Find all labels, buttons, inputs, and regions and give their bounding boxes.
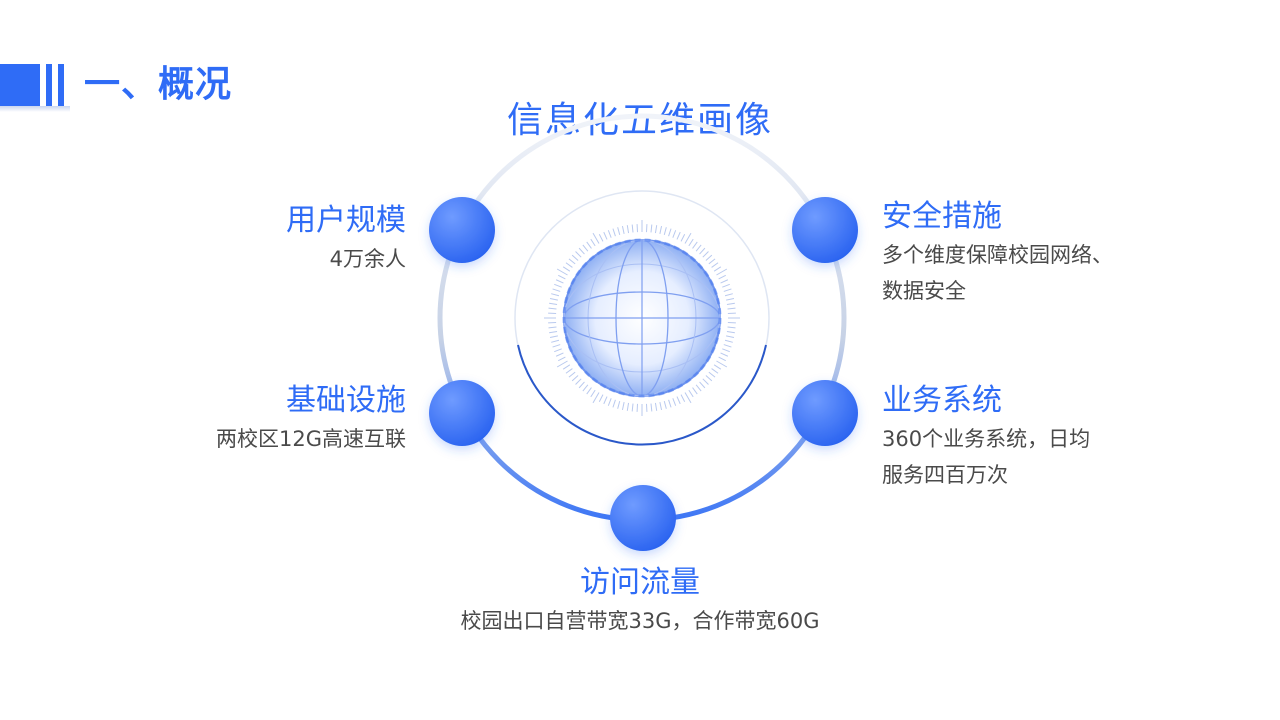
- node-ball-traffic: [610, 485, 676, 551]
- item-desc-line: 多个维度保障校园网络、: [882, 243, 1113, 267]
- header-accent-stripe: [58, 64, 64, 106]
- globe-icon: [544, 220, 740, 416]
- item-desc-line: 数据安全: [882, 279, 966, 303]
- item-infrastructure: 基础设施 两校区12G高速互联: [216, 381, 406, 457]
- item-desc-line: 服务四百万次: [882, 463, 1008, 487]
- item-desc-line: 两校区12G高速互联: [216, 427, 406, 451]
- node-ball-infrastructure: [429, 380, 495, 446]
- page-title: 一、概况: [84, 64, 233, 105]
- item-title: 基础设施: [286, 383, 406, 418]
- item-business: 业务系统 360个业务系统，日均 服务四百万次: [882, 381, 1090, 493]
- item-title: 用户规模: [286, 203, 406, 238]
- item-desc-line: 校园出口自营带宽33G，合作带宽60G: [460, 609, 820, 633]
- header-accent-stripe: [46, 64, 52, 106]
- item-title: 安全措施: [882, 199, 1002, 234]
- header-accent-block: [0, 64, 40, 106]
- item-desc-line: 4万余人: [329, 247, 406, 271]
- item-desc-line: 360个业务系统，日均: [882, 427, 1091, 451]
- inner-ring: [514, 190, 770, 446]
- item-traffic: 访问流量 校园出口自营带宽33G，合作带宽60G: [340, 563, 940, 639]
- item-security: 安全措施 多个维度保障校园网络、 数据安全: [882, 197, 1113, 309]
- node-ball-business: [792, 380, 858, 446]
- node-ball-user-scale: [429, 197, 495, 263]
- item-title: 业务系统: [882, 383, 1002, 418]
- item-title: 访问流量: [580, 565, 700, 600]
- item-user-scale: 用户规模 4万余人: [286, 201, 406, 277]
- node-ball-security: [792, 197, 858, 263]
- header-accent-shadow: [0, 106, 70, 112]
